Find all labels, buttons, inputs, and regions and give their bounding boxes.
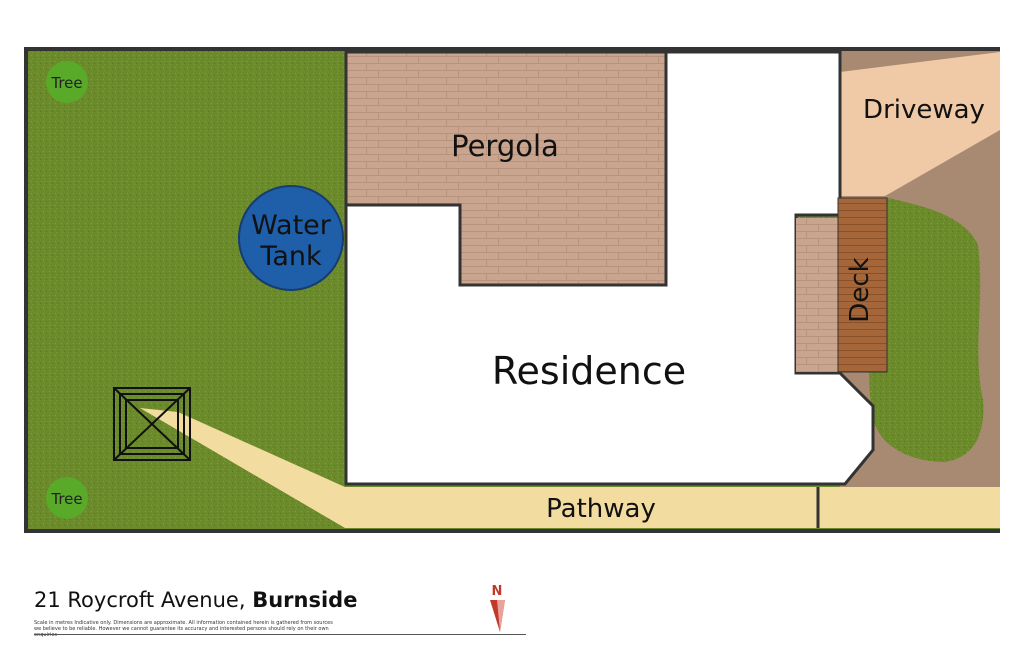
site-boundary <box>24 47 1000 533</box>
tree-bottom <box>46 477 88 519</box>
tree-bottom-label: Tree <box>50 490 82 508</box>
address-text: 21 Roycroft Avenue, <box>34 588 246 612</box>
deck <box>837 197 888 373</box>
pergola-label: Pergola <box>451 129 559 163</box>
garden-bed <box>869 198 984 462</box>
water-tank-label-line1: Water <box>251 210 332 241</box>
footer-address: 21 Roycroft Avenue, Burnside <box>34 588 357 612</box>
north-label: N <box>492 584 503 599</box>
disclaimer-text: Scale in metres Indicative only. Dimensi… <box>34 620 333 638</box>
residence <box>344 50 875 486</box>
deck-label: Deck <box>845 257 875 322</box>
suburb-text: Burnside <box>252 588 358 612</box>
pathway <box>140 408 1000 528</box>
driveway-label: Driveway <box>863 95 985 125</box>
footer-divider <box>34 634 526 635</box>
driveway <box>840 52 1000 196</box>
deck-light <box>796 218 838 372</box>
pathway-label: Pathway <box>546 494 656 524</box>
tree-top-label: Tree <box>50 74 82 92</box>
residence-label: Residence <box>492 349 686 393</box>
gazebo-symbol <box>113 387 191 461</box>
tree-top <box>46 61 88 103</box>
north-arrow-icon: N <box>490 584 505 632</box>
water-tank-label-line2: Tank <box>259 241 322 272</box>
water-tank <box>238 185 344 291</box>
